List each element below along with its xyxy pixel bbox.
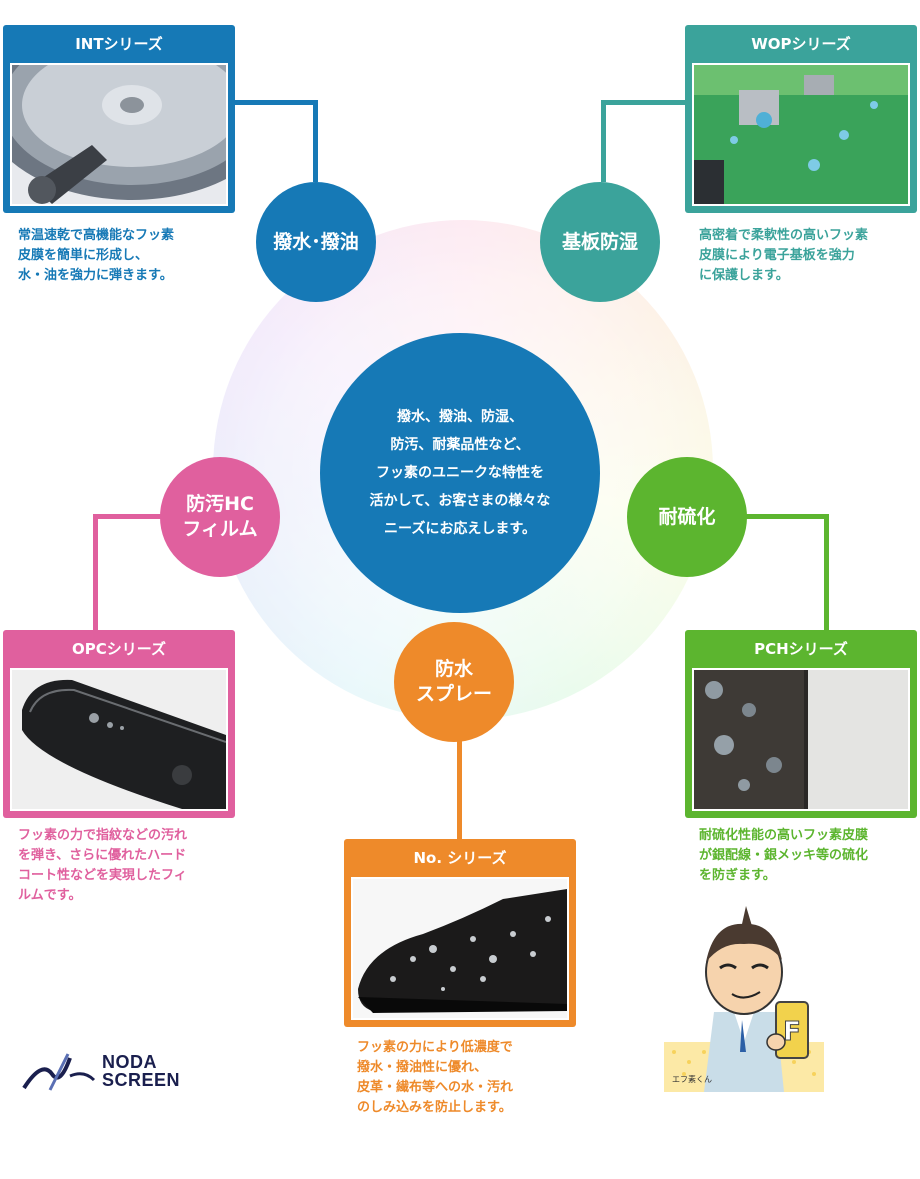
logo-line1: NODA <box>102 1052 157 1072</box>
node-opc-line1: 防汚HC <box>186 493 254 515</box>
node-water-oil-repellent[interactable]: 撥水･撥油 <box>256 182 376 302</box>
connector-opc-v <box>93 514 98 630</box>
card-int-series[interactable]: INTシリーズ <box>3 25 235 213</box>
card-wop-series[interactable]: WOPシリーズ <box>685 25 917 213</box>
node-no-line1: 防水 <box>434 658 473 680</box>
connector-pch <box>743 514 829 519</box>
sulfidation-comparison-photo <box>692 668 910 811</box>
mascot-character: F エフ素くん <box>664 902 824 1092</box>
node-waterproof-spray[interactable]: 防水 スプレー <box>394 622 514 742</box>
mascot-caption: エフ素くん <box>672 1075 712 1084</box>
noda-screen-logo-icon <box>22 1053 96 1091</box>
center-line-2: 防汚、耐薬品性など、 <box>390 437 530 453</box>
connector-no <box>457 740 462 840</box>
node-int-label: 撥水･撥油 <box>273 230 359 253</box>
card-no-title: No. シリーズ <box>413 849 507 867</box>
hard-disk-drive-photo <box>10 63 228 206</box>
svg-text:F: F <box>783 1017 801 1047</box>
connector-wop-v <box>601 100 606 182</box>
card-wop-title: WOPシリーズ <box>751 35 851 53</box>
center-line-4: 活かして、お客さまの様々な <box>369 493 551 509</box>
node-antifouling-hc-film[interactable]: 防汚HC フィルム <box>160 457 280 577</box>
card-pch-description: 耐硫化性能の高いフッ素皮膜 が銀配線・銀メッキ等の硫化 を防ぎます。 <box>699 828 869 883</box>
card-int-title: INTシリーズ <box>75 35 163 53</box>
connector-int-v <box>313 100 318 182</box>
card-no-series[interactable]: No. シリーズ <box>344 839 576 1027</box>
center-line-1: 撥水、撥油、防湿、 <box>397 409 523 425</box>
noda-screen-logo[interactable]: NODA SCREEN <box>22 1050 222 1094</box>
circuit-board-water-droplets-photo <box>692 63 910 206</box>
card-no-description: フッ素の力により低濃度で 撥水・撥油性に優れ、 皮革・繊布等への水・汚れ のしみ… <box>357 1040 514 1115</box>
node-sulfidation-resistant[interactable]: 耐硫化 <box>627 457 747 577</box>
connector-wop <box>601 100 687 105</box>
connector-pch-v <box>824 514 829 630</box>
card-pch-series[interactable]: PCHシリーズ <box>685 630 917 818</box>
card-opc-description: フッ素の力で指紋などの汚れ を弾き、さらに優れたハード コート性などを実現したフ… <box>18 828 188 903</box>
connector-int <box>232 100 318 105</box>
card-wop-description: 高密着で柔軟性の高いフッ素 皮膜により電子基板を強力 に保護します。 <box>699 228 869 283</box>
smartphone-water-droplets-photo <box>10 668 228 811</box>
card-opc-series[interactable]: OPCシリーズ <box>3 630 235 818</box>
center-line-5: ニーズにお応えします。 <box>384 521 536 537</box>
card-opc-title: OPCシリーズ <box>71 640 166 658</box>
card-pch-title: PCHシリーズ <box>754 640 848 658</box>
logo-line2: SCREEN <box>102 1070 181 1090</box>
center-line-3: フッ素のユニークな特性を <box>376 465 544 481</box>
node-no-line2: スプレー <box>415 683 492 705</box>
node-board-moisture-proof[interactable]: 基板防湿 <box>540 182 660 302</box>
leather-shoe-water-droplets-photo <box>351 877 569 1020</box>
node-pch-label: 耐硫化 <box>658 505 716 528</box>
node-wop-label: 基板防湿 <box>561 230 638 253</box>
node-opc-line2: フィルム <box>182 518 258 540</box>
center-message: 撥水、撥油、防湿、 防汚、耐薬品性など、 フッ素のユニークな特性を 活かして、お… <box>320 333 600 613</box>
card-int-description: 常温速乾で高機能なフッ素 皮膜を簡単に形成し、 水・油を強力に弾きます。 <box>18 228 175 283</box>
connector-opc <box>93 514 163 519</box>
